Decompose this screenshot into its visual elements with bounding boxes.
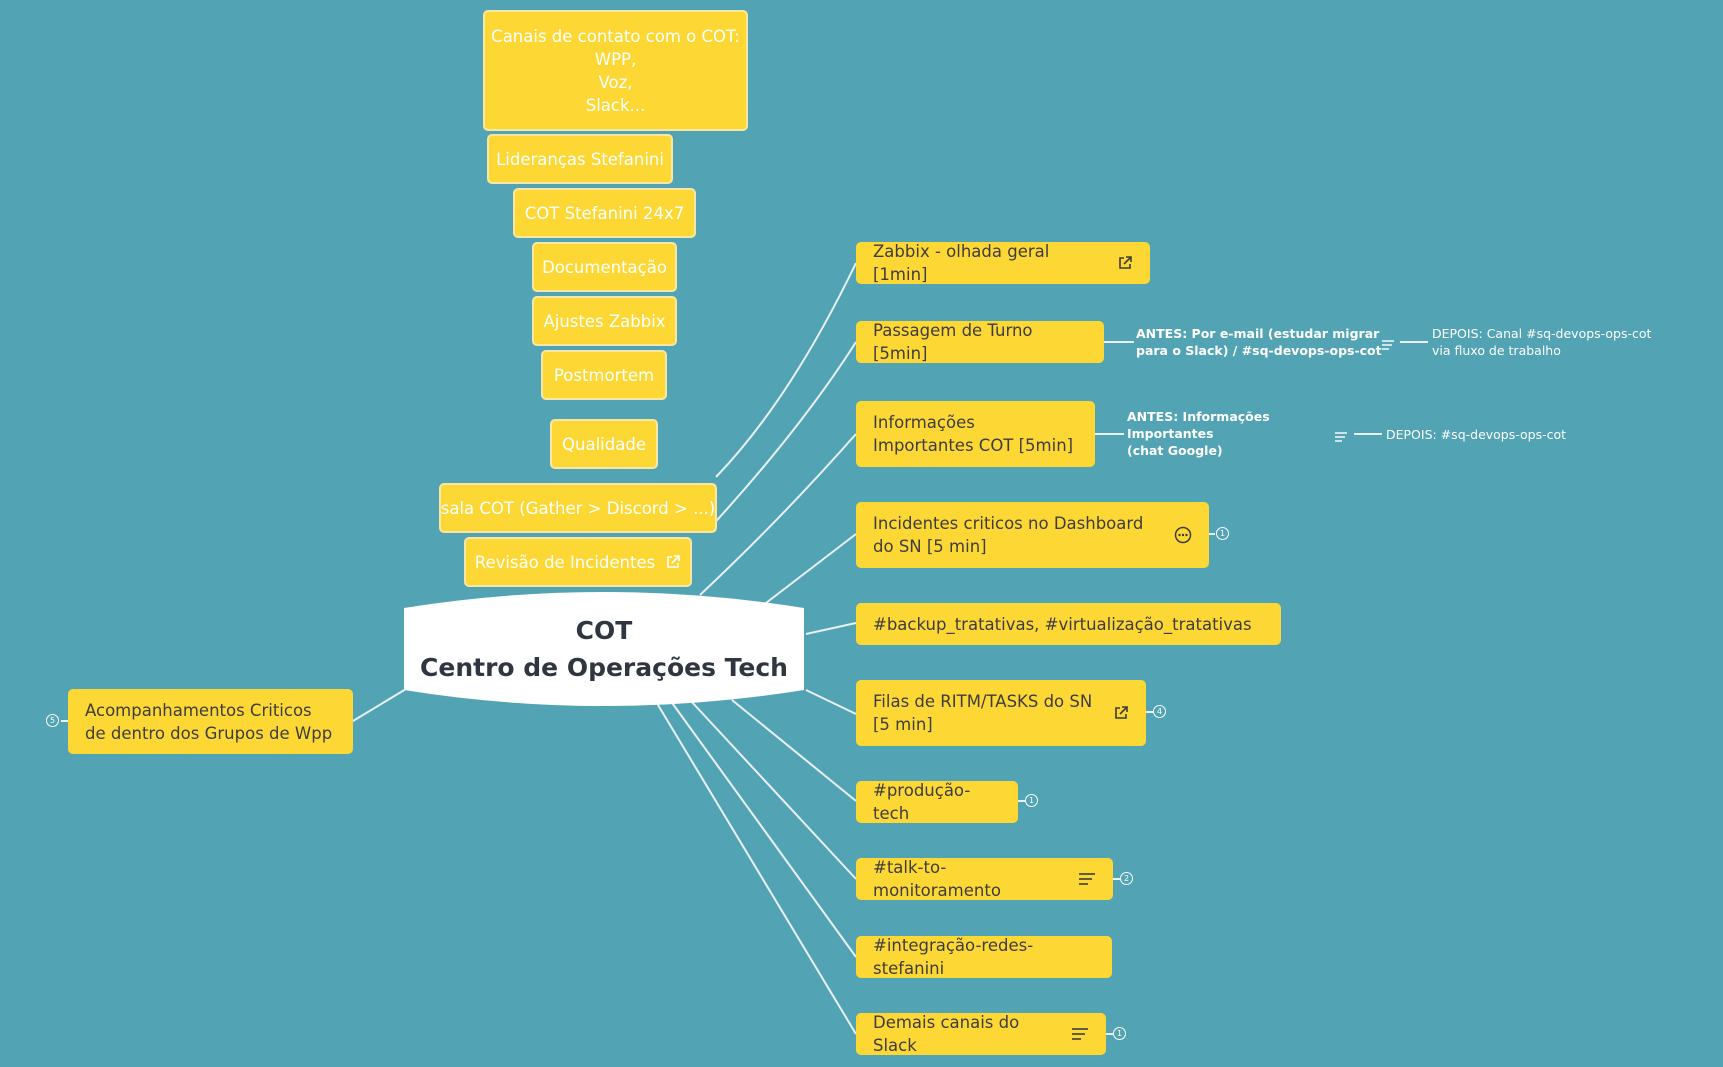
central-topic[interactable]: COT Centro de Operações Tech [400,590,808,708]
topic-sala-cot[interactable]: sala COT (Gather > Discord > ...) [439,483,717,533]
topic-label: #integração-redes-stefanini [873,936,1034,978]
topic-qualidade[interactable]: Qualidade [550,419,658,469]
collapsed-count-badge[interactable]: 1 [1025,794,1038,807]
collapsed-count-badge[interactable]: 5 [46,714,59,727]
topic-cot-stefanini[interactable]: COT Stefanini 24x7 [513,188,696,238]
subtopic-passagem-antes[interactable]: ANTES: Por e-mail (estudar migrar para o… [1136,326,1382,358]
topic-producao-tech[interactable]: #produção-tech [856,781,1018,823]
notes-icon[interactable] [1071,1027,1089,1041]
subtopic-passagem-depois[interactable]: DEPOIS: Canal #sq-devops-ops-cot via flu… [1432,326,1652,358]
external-link-icon[interactable] [1113,705,1129,721]
topic-talk-to-monitoramento[interactable]: #talk-to-monitoramento [856,858,1113,900]
more-options-icon[interactable] [1174,526,1192,544]
topic-ajustes-zabbix[interactable]: Ajustes Zabbix [532,296,677,346]
central-title: COT [575,616,633,645]
topic-label: Documentação [542,257,667,277]
collapsed-count-badge[interactable]: 1 [1216,527,1229,540]
left-topic-acompanhamentos[interactable]: Acompanhamentos Criticos de dentro dos G… [68,689,353,754]
subtopic-info-antes[interactable]: ANTES: Informações Importantes (chat Goo… [1127,409,1270,458]
topic-label: Canais de contato com o COT: WPP, Voz, S… [491,26,740,115]
topic-label: Informações Importantes COT [5min] [873,413,1074,455]
central-subtitle: Centro de Operações Tech [420,653,788,682]
topic-label: sala COT (Gather > Discord > ...) [440,498,716,518]
external-link-icon[interactable] [665,554,681,570]
topic-label: COT Stefanini 24x7 [524,203,685,223]
topic-label: Incidentes criticos no Dashboard do SN [… [873,514,1144,556]
topic-demais-canais[interactable]: Demais canais do Slack [856,1013,1106,1055]
topic-label: Passagem de Turno [5min] [873,321,1033,363]
topic-filas-ritm[interactable]: Filas de RITM/TASKS do SN [5 min] [856,680,1146,746]
collapsed-count-badge[interactable]: 1 [1113,1027,1126,1040]
notes-icon[interactable] [1334,428,1348,447]
topic-zabbix-olhada[interactable]: Zabbix - olhada geral [1min] [856,242,1150,284]
topic-backup-virtualizacao[interactable]: #backup_tratativas, #virtualização_trata… [856,603,1281,645]
topic-documentacao[interactable]: Documentação [532,242,677,292]
topic-passagem-turno[interactable]: Passagem de Turno [5min] [856,321,1104,363]
topic-label: Zabbix - olhada geral [1min] [873,242,1050,284]
topic-label: #talk-to-monitoramento [873,858,1001,900]
topic-label: Demais canais do Slack [873,1013,1020,1055]
topic-canais-contato[interactable]: Canais de contato com o COT: WPP, Voz, S… [483,10,748,131]
subtopic-info-depois[interactable]: DEPOIS: #sq-devops-ops-cot [1386,427,1567,442]
topic-label: Postmortem [553,365,655,385]
topic-revisao-incidentes[interactable]: Revisão de Incidentes [464,537,692,587]
topic-label: #backup_tratativas, #virtualização_trata… [873,614,1252,634]
topic-integracao-redes[interactable]: #integração-redes-stefanini [856,936,1112,978]
topic-incidentes-criticos[interactable]: Incidentes criticos no Dashboard do SN [… [856,502,1209,568]
central-topic-text: COT Centro de Operações Tech [400,590,808,708]
topic-label: #produção-tech [873,781,971,823]
topic-label: Revisão de Incidentes [474,552,656,572]
topic-label: Qualidade [562,434,646,454]
topic-liderancas-stefanini[interactable]: Lideranças Stefanini [487,134,673,184]
topic-label: Ajustes Zabbix [543,311,666,331]
topic-label: Acompanhamentos Criticos de dentro dos G… [85,700,333,743]
collapsed-count-badge[interactable]: 4 [1153,705,1166,718]
external-link-icon[interactable] [1117,255,1133,271]
collapsed-count-badge[interactable]: 2 [1120,872,1133,885]
topic-label: Filas de RITM/TASKS do SN [5 min] [873,692,1093,734]
central-topic-shape [404,592,804,706]
topic-informacoes-importantes[interactable]: Informações Importantes COT [5min] [856,401,1095,467]
notes-icon[interactable] [1381,336,1395,355]
notes-icon[interactable] [1078,872,1096,886]
topic-label: Lideranças Stefanini [496,149,664,169]
topic-postmortem[interactable]: Postmortem [541,350,667,400]
